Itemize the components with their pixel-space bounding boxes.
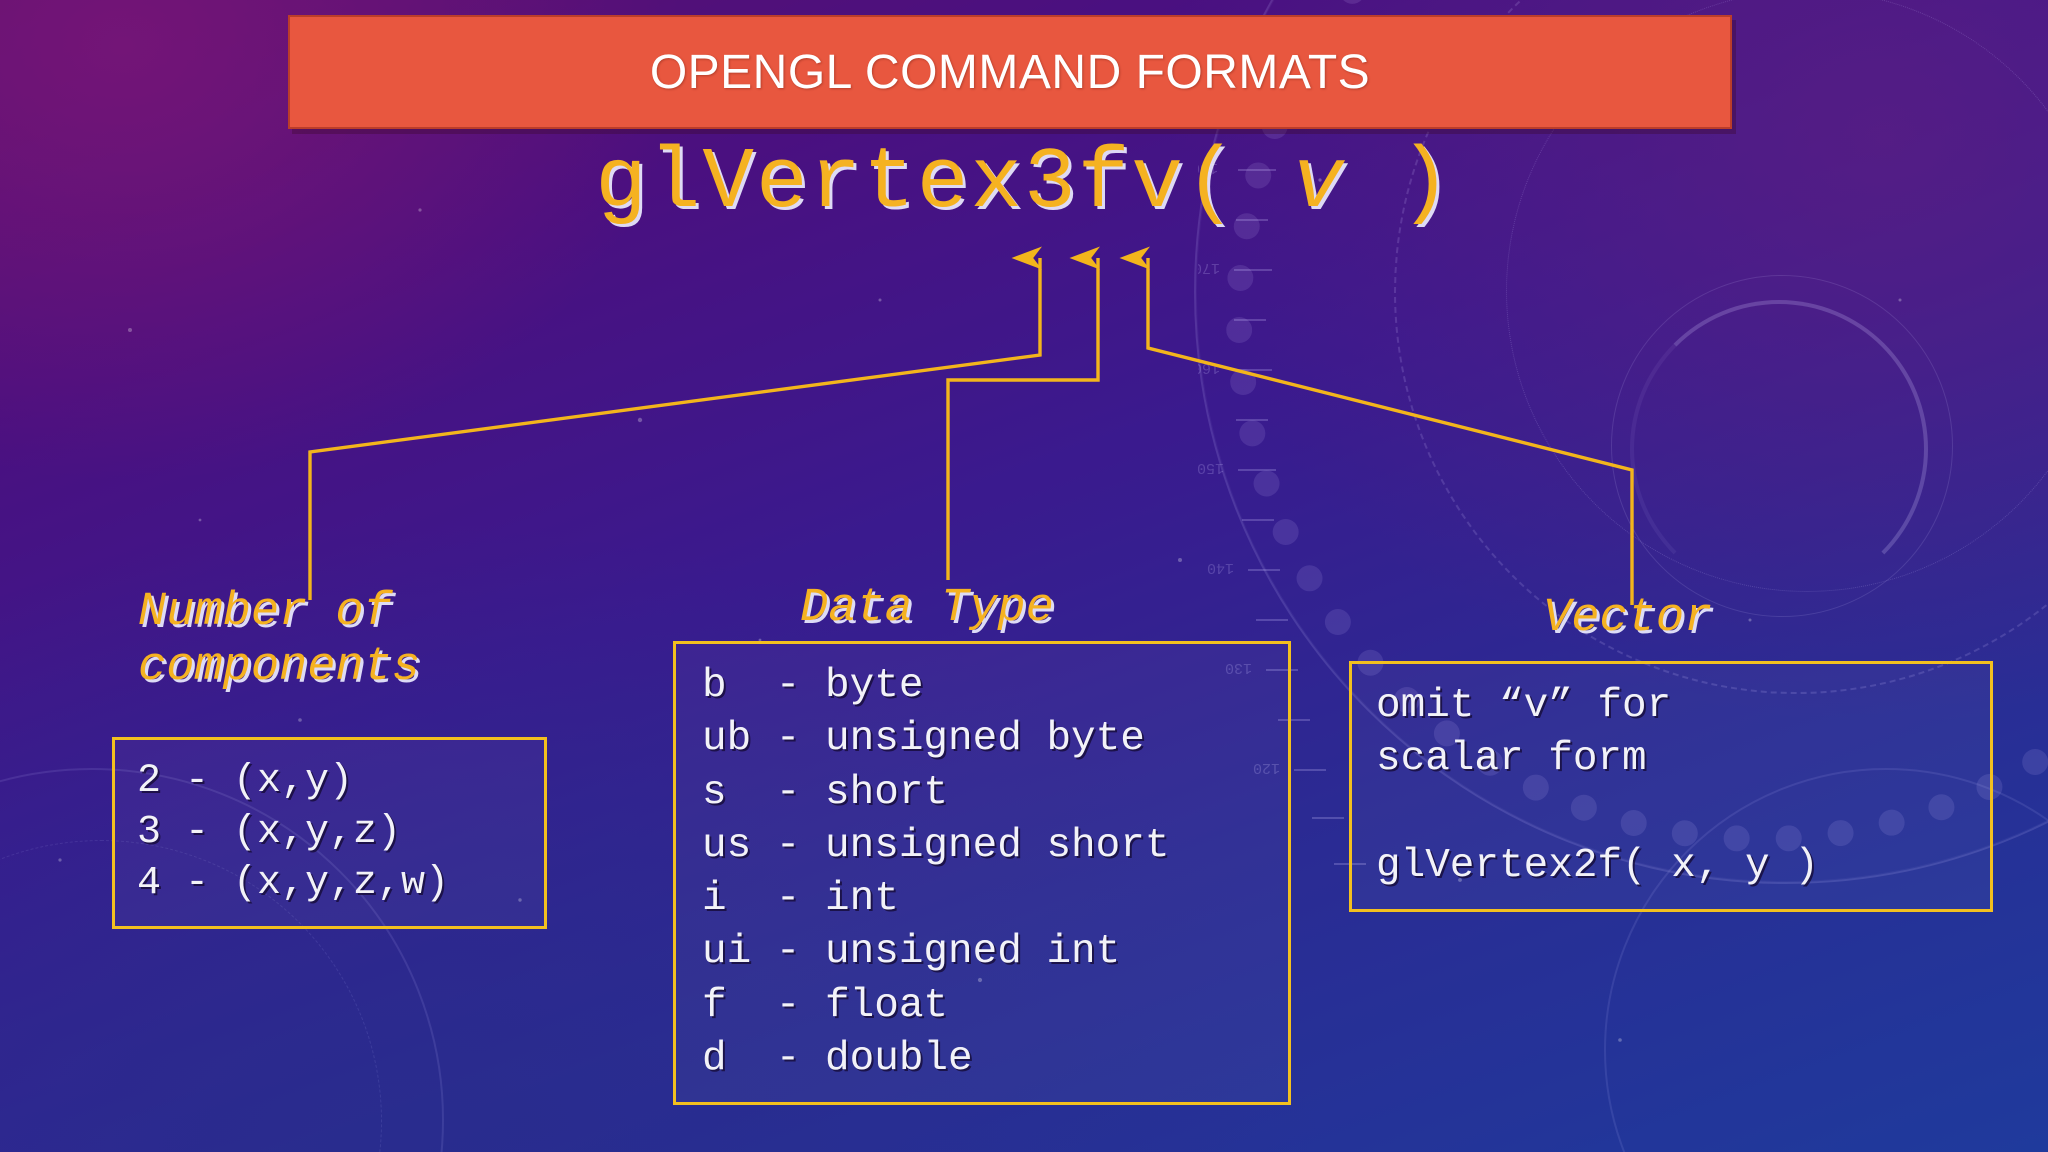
vector-info-box: omit “v” for scalar form glVertex2f( x, … <box>1349 661 1993 913</box>
page-title: OPENGL COMMAND FORMATS <box>649 45 1371 99</box>
components-connector-line <box>308 246 1043 600</box>
title-banner: OPENGL COMMAND FORMATS <box>288 15 1732 129</box>
caption-data-type: Data Type <box>800 582 1054 635</box>
caption-vector: Vector <box>1543 592 1713 645</box>
command-name-text: glVertex3fv( <box>595 134 1293 232</box>
command-argument-text: v <box>1292 134 1346 232</box>
data-type-connector-line <box>946 246 1101 580</box>
command-close-paren-text: ) <box>1345 134 1453 232</box>
vector-connector-line <box>1119 246 1634 605</box>
data-type-info-box: b - byte ub - unsigned byte s - short us… <box>673 641 1291 1106</box>
caption-number-of-components: Number of components <box>138 586 421 694</box>
command-signature-heading: glVertex3fv( v ) <box>0 134 2048 232</box>
components-info-box: 2 - (x,y) 3 - (x,y,z) 4 - (x,y,z,w) <box>112 737 547 929</box>
